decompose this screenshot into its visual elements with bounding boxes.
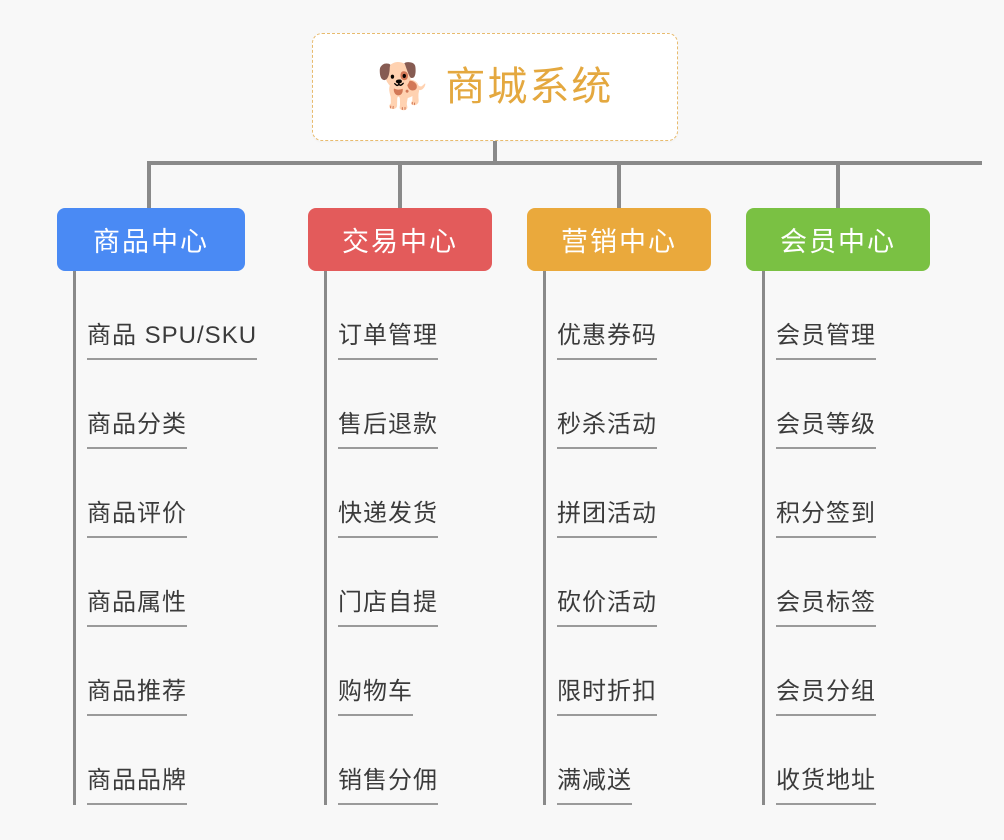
branch-spine-connector [324,271,327,805]
leaf-item-label: 商品推荐 [87,680,187,716]
leaf-item-label: 会员标签 [776,591,876,627]
leaf-list: 会员管理会员等级积分签到会员标签会员分组收货地址 [746,271,930,805]
root-node[interactable]: 🐕 商城系统 [312,33,678,141]
leaf-item-label: 秒杀活动 [557,413,657,449]
leaf-item[interactable]: 商品品牌 [57,716,245,805]
branch-drop-connector [836,161,840,208]
branch-header-1[interactable]: 商品中心 [57,208,245,271]
leaf-item[interactable]: 商品属性 [57,538,245,627]
leaf-item[interactable]: 优惠券码 [527,271,711,360]
leaf-item[interactable]: 商品评价 [57,449,245,538]
leaf-item-label: 购物车 [338,680,413,716]
leaf-item[interactable]: 满减送 [527,716,711,805]
leaf-list: 商品 SPU/SKU 商品分类商品评价商品属性商品推荐商品品牌 [57,271,258,805]
branch-header-4[interactable]: 会员中心 [746,208,930,271]
leaf-list: 订单管理售后退款快递发货门店自提购物车销售分佣 [308,271,492,805]
branch-column: 营销中心优惠券码秒杀活动拼团活动砍价活动限时折扣满减送 [527,161,711,805]
leaf-item[interactable]: 购物车 [308,627,492,716]
leaf-item[interactable]: 会员等级 [746,360,930,449]
leaf-item-label: 销售分佣 [338,769,438,805]
leaf-item[interactable]: 商品推荐 [57,627,245,716]
branch-header-label: 营销中心 [561,227,677,257]
leaf-item[interactable]: 门店自提 [308,538,492,627]
leaf-item-label: 收货地址 [776,769,876,805]
root-title: 商城系统 [445,65,614,109]
leaf-item-label: 积分签到 [776,502,876,538]
leaf-item[interactable]: 拼团活动 [527,449,711,538]
branch-drop-connector [398,161,402,208]
leaf-item-label: 优惠券码 [557,324,657,360]
branch-spine-connector [762,271,765,805]
leaf-item[interactable]: 会员标签 [746,538,930,627]
leaf-item-label: 会员等级 [776,413,876,449]
leaf-item[interactable]: 商品分类 [57,360,245,449]
branch-column: 交易中心订单管理售后退款快递发货门店自提购物车销售分佣 [308,161,492,805]
leaf-item[interactable]: 积分签到 [746,449,930,538]
leaf-item-label: 商品 SPU/SKU [87,324,258,360]
leaf-item[interactable]: 会员管理 [746,271,930,360]
leaf-item-label: 售后退款 [338,413,438,449]
leaf-item-label: 会员管理 [776,324,876,360]
branch-header-label: 交易中心 [342,227,458,257]
leaf-item[interactable]: 秒杀活动 [527,360,711,449]
branch-column: 会员中心会员管理会员等级积分签到会员标签会员分组收货地址 [746,161,930,805]
leaf-item-label: 商品属性 [87,591,187,627]
branch-header-label: 商品中心 [93,227,209,257]
leaf-item[interactable]: 订单管理 [308,271,492,360]
leaf-item-label: 拼团活动 [557,502,657,538]
branch-column: 商品中心商品 SPU/SKU 商品分类商品评价商品属性商品推荐商品品牌 [57,161,258,805]
leaf-item[interactable]: 商品 SPU/SKU [57,271,258,360]
leaf-list: 优惠券码秒杀活动拼团活动砍价活动限时折扣满减送 [527,271,711,805]
leaf-item[interactable]: 砍价活动 [527,538,711,627]
branch-header-label: 会员中心 [780,227,896,257]
branch-drop-connector [617,161,621,208]
leaf-item-label: 商品品牌 [87,769,187,805]
leaf-item-label: 商品分类 [87,413,187,449]
leaf-item[interactable]: 收货地址 [746,716,930,805]
shiba-dog-face-icon: 🐕 [376,62,432,111]
branch-drop-connector [147,161,151,208]
leaf-item-label: 快递发货 [338,502,438,538]
branch-spine-connector [73,271,76,805]
leaf-item-label: 门店自提 [338,591,438,627]
branch-spine-connector [543,271,546,805]
root-stem-connector [493,141,497,163]
leaf-item-label: 满减送 [557,769,632,805]
leaf-item-label: 限时折扣 [557,680,657,716]
leaf-item-label: 砍价活动 [557,591,657,627]
branch-header-2[interactable]: 交易中心 [308,208,492,271]
leaf-item[interactable]: 售后退款 [308,360,492,449]
leaf-item[interactable]: 销售分佣 [308,716,492,805]
leaf-item-label: 商品评价 [87,502,187,538]
leaf-item-label: 会员分组 [776,680,876,716]
branch-bus-connector [149,161,982,165]
branch-header-3[interactable]: 营销中心 [527,208,711,271]
leaf-item[interactable]: 限时折扣 [527,627,711,716]
leaf-item[interactable]: 快递发货 [308,449,492,538]
leaf-item-label: 订单管理 [338,324,438,360]
leaf-item[interactable]: 会员分组 [746,627,930,716]
